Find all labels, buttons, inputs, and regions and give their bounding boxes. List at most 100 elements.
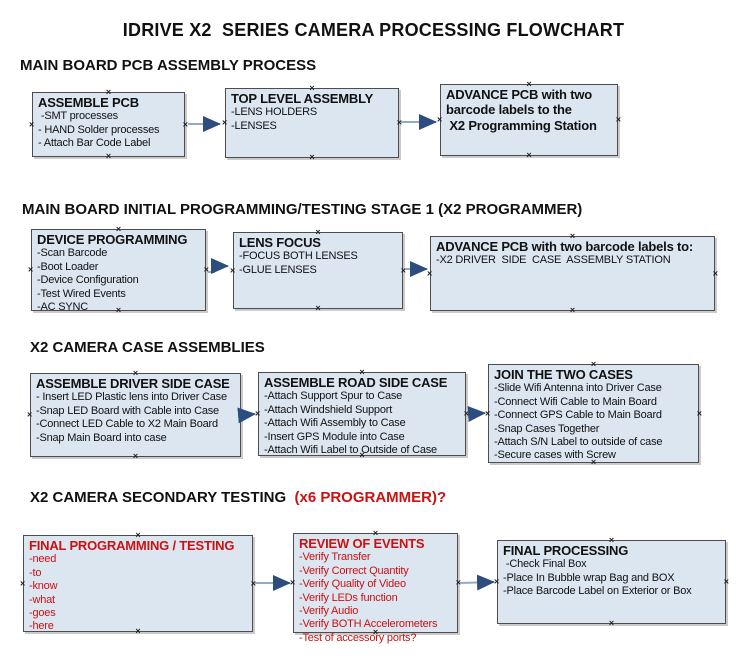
box-title: REVIEW OF EVENTS [299,536,425,551]
connection-point-icon: × [463,408,469,419]
box-item: -to [29,566,42,579]
box-items: -Attach Support Spur to Case-Attach Wind… [264,390,461,457]
section-heading-secondary-testing: X2 CAMERA SECONDARY TESTING (x6 PROGRAMM… [30,489,446,506]
box-item: -FOCUS BOTH LENSES [239,250,358,263]
connection-point-icon: × [255,408,261,419]
connection-point-icon: × [723,576,729,587]
box-title: JOIN THE TWO CASES [494,367,633,382]
page-title: IDRIVE X2 SERIES CAMERA PROCESSING FLOWC… [122,20,625,40]
flow-box-assemble-driver-side-case: ASSEMBLE DRIVER SIDE CASE - Insert LED P… [27,369,244,461]
box-item: -Boot Loader [37,260,99,273]
flow-box-top-level-assembly: TOP LEVEL ASSEMBLY -LENS HOLDERS-LENSES … [222,84,402,162]
box-items: -need-to-know-what-goes-here [29,553,248,633]
connection-point-icon: × [494,576,500,587]
box-item: - Attach Bar Code Label [38,137,151,150]
box-item: -Place Barcode Label on Exterior or Box [503,585,692,598]
connection-point-icon: × [203,264,209,275]
box-item: -Attach S/N Label to outside of case [494,435,663,448]
box-item: -Attach Support Spur to Case [264,390,403,403]
connection-point-icon: × [230,265,236,275]
section-heading-text: X2 CAMERA SECONDARY TESTING [30,489,295,506]
section-heading-case-assemblies: X2 CAMERA CASE ASSEMBLIES [30,339,265,356]
section-heading-initial-programming: MAIN BOARD INITIAL PROGRAMMING/TESTING S… [22,201,583,218]
box-items: -Slide Wifi Antenna into Driver Case-Con… [494,382,694,462]
connection-point-icon: × [28,264,34,275]
box-title: ASSEMBLE PCB [38,95,139,110]
flow-box-review-of-events: REVIEW OF EVENTS -Verify Transfer-Verify… [290,529,461,644]
box-item: -Verify Audio [299,604,359,617]
box-item: -X2 DRIVER SIDE CASE ASSEMBLY STATION [436,254,671,267]
box-item: -Check Final Box [503,558,587,571]
box-title: ASSEMBLE ROAD SIDE CASE [264,375,448,390]
connection-point-icon: × [20,578,26,588]
box-title: ADVANCE PCB with two barcode labels to t… [446,87,597,133]
flow-arrow-6 [467,406,486,422]
box-title: ADVANCE PCB with two barcode labels to: [436,239,694,254]
connection-point-icon: × [696,408,702,418]
connection-point-icon: × [238,409,244,420]
flow-box-final-programming-testing: FINAL PROGRAMMING / TESTING -need-to-kno… [20,531,256,636]
flow-arrow-3 [208,258,229,274]
flow-box-device-programming: DEVICE PROGRAMMING -Scan Barcode-Boot Lo… [28,225,209,315]
connection-point-icon: × [396,117,402,128]
flow-box-final-processing: FINAL PROCESSING -Check Final Box-Place … [494,536,729,628]
box-item: -Connect LED Cable to X2 Main Board [36,418,218,431]
connection-point-icon: × [182,119,188,129]
box-item: -Verify Quality of Video [299,578,406,591]
box-items: -SMT processes- HAND Solder processes- A… [38,110,180,150]
box-title: LENS FOCUS [239,235,321,250]
box-item: -here [29,620,54,633]
flow-box-join-the-two-cases: JOIN THE TWO CASES -Slide Wifi Antenna i… [485,360,702,467]
box-title: TOP LEVEL ASSEMBLY [231,91,374,106]
connection-point-icon: × [569,305,576,315]
box-item: -Connect Wifi Cable to Main Board [494,395,657,408]
connection-point-icon: × [250,578,256,588]
box-item: -Place In Bubble wrap Bag and BOX [503,571,675,584]
box-item: -Attach Wifi Assembly to Case [264,417,406,430]
connection-point-icon: × [27,409,33,420]
connection-point-icon: × [608,618,615,628]
flow-arrow-8 [459,574,495,591]
box-item: -Snap Main Board into case [36,431,167,444]
box-items: -FOCUS BOTH LENSES-GLUE LENSES [239,250,398,277]
connection-point-icon: × [437,114,443,125]
flow-box-advance-pcb-driver-side: ADVANCE PCB with two barcode labels to: … [427,232,718,315]
section-heading-pcb-assembly: MAIN BOARD PCB ASSEMBLY PROCESS [20,57,317,74]
box-item: -Verify LEDs function [299,591,398,604]
connection-point-icon: × [455,577,461,588]
connection-point-icon: × [315,303,321,313]
box-title: DEVICE PROGRAMMING [37,232,188,247]
box-item: -Verify Transfer [299,551,371,564]
box-item: -SMT processes [38,110,118,123]
box-item: -Insert GPS Module into Case [264,430,405,443]
box-item: -AC SYNC [37,300,88,313]
box-title: ASSEMBLE DRIVER SIDE CASE [36,376,230,391]
connection-point-icon: × [400,265,406,275]
box-items: -Verify Transfer-Verify Correct Quantity… [299,551,453,645]
box-items: -X2 DRIVER SIDE CASE ASSEMBLY STATION [436,254,710,267]
box-item: -Scan Barcode [37,247,108,260]
connection-point-icon: × [222,117,228,128]
connection-point-icon: × [132,451,139,461]
box-item: -Verify BOTH Accelerometers [299,618,438,631]
box-item: - Insert LED Plastic lens into Driver Ca… [36,391,227,404]
connection-point-icon: × [290,577,296,588]
box-item: -Slide Wifi Antenna into Driver Case [494,382,662,395]
flow-box-lens-focus: LENS FOCUS -FOCUS BOTH LENSES-GLUE LENSE… [230,228,406,313]
box-item: -Attach Wifi Label to Outside of Case [264,443,437,456]
box-item: - HAND Solder processes [38,123,160,136]
box-items: - Insert LED Plastic lens into Driver Ca… [36,391,236,445]
flow-box-assemble-road-side-case: ASSEMBLE ROAD SIDE CASE -Attach Support … [255,368,469,460]
flow-box-assemble-pcb: ASSEMBLE PCB -SMT processes- HAND Solder… [29,88,188,161]
box-title: FINAL PROCESSING [503,543,629,558]
connection-point-icon: × [615,114,621,125]
box-item: -LENSES [231,119,277,132]
box-item: -Verify Correct Quantity [299,564,409,577]
box-item: -Attach Windshield Support [264,403,393,416]
connection-point-icon: × [485,408,491,418]
connection-point-icon: × [712,268,718,278]
box-item: -what [29,593,55,606]
box-item: -Snap Cases Together [494,422,600,435]
box-item: -Test Wired Events [37,287,126,300]
